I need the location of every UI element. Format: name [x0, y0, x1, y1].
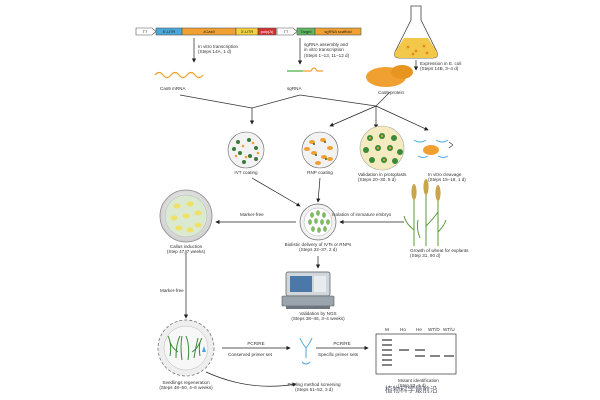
- cas9-protein-icon: [366, 65, 413, 87]
- sgrna-label: sgRNA: [287, 86, 302, 91]
- ecoli-flask-icon: [394, 5, 438, 59]
- screening-label: Pooling method screening (Steps 51–52, 3…: [287, 382, 341, 393]
- seedlings-label: Seedlings regeneration (Steps 48–50, 4–6…: [159, 380, 213, 391]
- mutant-label: Mutant identification (Step 53, 1 d): [398, 378, 439, 389]
- specific-primer-label: Specific primer sets: [318, 352, 359, 357]
- sgrna-icon: [287, 67, 323, 72]
- ivt-cas9-label: In vitro transcription (Steps 14A, 1 d): [198, 44, 239, 55]
- pcr-re-label-1: PCR/RE: [247, 341, 265, 346]
- gel-image: [375, 333, 457, 375]
- sgrna-target-label: Target: [300, 29, 312, 34]
- biolistic-dish: [299, 203, 337, 241]
- growth-label: Growth of wheat for explants (Step 31, 9…: [410, 248, 469, 259]
- cas9-construct: [135, 27, 277, 36]
- gel-lane-wtd: WT/D: [428, 327, 440, 332]
- marker-free-label-2: Marker-free: [160, 288, 184, 293]
- callus-dish: [159, 189, 213, 243]
- protoplast-dish: [359, 125, 405, 171]
- sgrna-construct: [276, 27, 362, 36]
- rnp-coating-label: RNP coating: [307, 170, 333, 175]
- sgrna-scaffold-label: sgRNA scaffold: [324, 29, 352, 34]
- pcr-re-label-2: PCR/RE: [333, 341, 351, 346]
- isolation-label: Isolation of immature embryo: [332, 212, 392, 217]
- gel-lane-he: He: [416, 327, 422, 332]
- ivt-coating-dish: [227, 131, 265, 169]
- protoplasts-label: Validation in protoplasts (Steps 20–30, …: [358, 172, 407, 183]
- marker-free-label-1: Marker-free: [240, 212, 264, 217]
- conserved-primer-label: Conserved primer set: [228, 352, 272, 357]
- wheat-spikes: [411, 179, 441, 201]
- cas9-utr5-label: 5'-UTR: [162, 29, 176, 34]
- cleavage-label: In vitro cleavage (Steps 15–19, 1 d): [428, 172, 466, 183]
- biolistic-label: Biolistic delivery of IVTs or RNPs (Step…: [284, 242, 352, 253]
- cas9-promoter-label: T7: [142, 29, 148, 34]
- watermark: 植物科学最前沿: [385, 385, 438, 394]
- gel-lane-wtu: WT/U: [443, 327, 455, 332]
- gel-lane-ho: Ho: [400, 327, 406, 332]
- callus-label: Callus induction (Step 47, 7 weeks): [166, 244, 206, 255]
- rnp-coating-dish: [301, 131, 339, 169]
- cas9-utr3-label: 3'-UTR: [240, 29, 254, 34]
- sgrna-promoter-label: T7: [283, 29, 289, 34]
- cleavage-icon: [413, 139, 454, 158]
- cas9-protein-label: Cas9 protein: [378, 90, 405, 95]
- cas9-gene-label: zCas9: [203, 29, 215, 34]
- cas9-mrna-icon: [154, 71, 204, 79]
- ecoli-label: Expression in E. coli (Steps 14B, 3–4 d): [420, 61, 462, 72]
- gel-lane-m: M: [385, 327, 389, 332]
- wheat-plants-icon: [403, 192, 447, 246]
- cas9-mrna-label: Cas9 mRNA: [160, 86, 186, 91]
- ivt-sgrna-label: sgRNA assembly and in vitro transcriptio…: [304, 42, 350, 58]
- seedlings-dish: [157, 319, 215, 377]
- sample-sprouts-icon: [299, 337, 313, 365]
- ngs-computer-icon: [281, 271, 335, 309]
- ngs-label: Validation by NGS (Steps 38–46, 3–4 week…: [291, 311, 345, 322]
- ivt-coating-label: IVT coating: [234, 170, 258, 175]
- cas9-polya-label: poly(A): [260, 29, 274, 34]
